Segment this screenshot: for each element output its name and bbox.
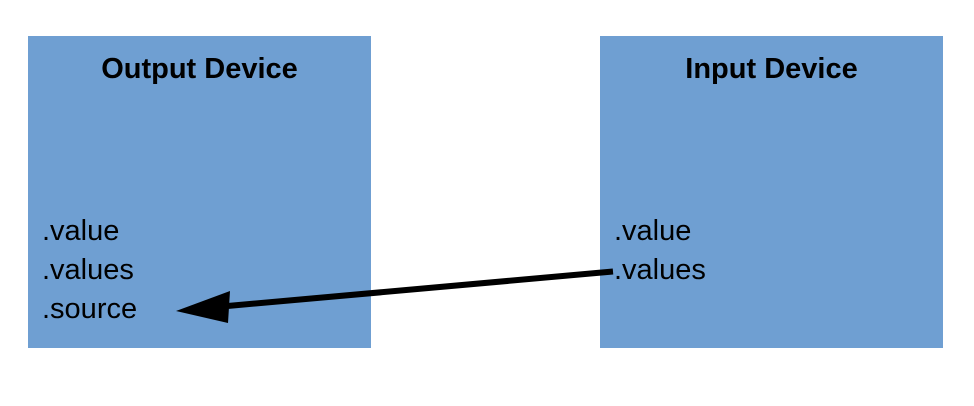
output-device-property-list: .value .values .source	[42, 212, 137, 329]
input-property-value: .value	[614, 215, 692, 247]
input-device-title: Input Device	[685, 53, 858, 85]
output-property-value: .value	[42, 215, 120, 247]
output-device-box[interactable]: Output Device .value .values .source	[28, 36, 371, 348]
input-device-property-list: .value .values	[614, 212, 706, 290]
output-device-title: Output Device	[101, 53, 298, 85]
input-device-box[interactable]: Input Device .value .values	[600, 36, 943, 348]
output-property-source: .source	[42, 293, 138, 325]
input-property-values: .values	[614, 254, 706, 286]
output-property-values: .values	[42, 254, 134, 286]
